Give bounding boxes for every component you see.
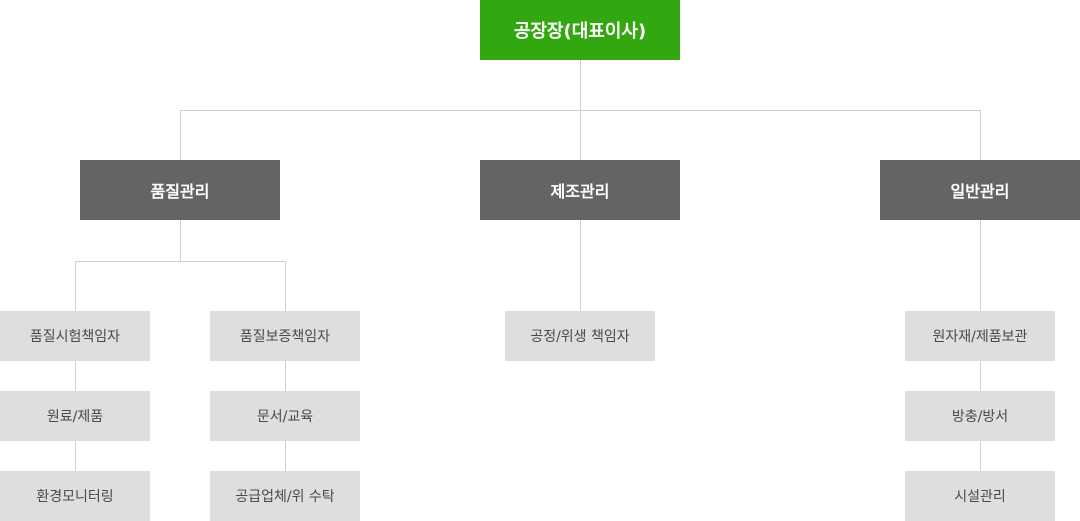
node-quality-management-label: 품질관리 — [150, 182, 210, 201]
node-facility-management: 시설관리 — [905, 471, 1055, 521]
node-quality-test-head: 품질시험책임자 — [0, 311, 150, 361]
node-process-hygiene-head: 공정/위생 책임자 — [505, 311, 655, 361]
connector-to-quality-test — [75, 261, 76, 311]
node-general-management-label: 일반관리 — [950, 182, 1010, 201]
connector-general-down — [980, 220, 981, 311]
node-manufacturing-management: 제조관리 — [480, 160, 680, 220]
connector-manufacturing-down — [580, 220, 581, 311]
connector-general-2 — [980, 441, 981, 471]
node-raw-material-product-label: 원료/제품 — [46, 409, 104, 425]
node-process-hygiene-head-label: 공정/위생 책임자 — [530, 329, 630, 345]
connector-quality-horizontal — [75, 261, 286, 262]
node-pest-control: 방충/방서 — [905, 391, 1055, 441]
node-storage-head-label: 원자재/제품보관 — [932, 329, 1028, 345]
node-quality-assurance-head: 품질보증책임자 — [210, 311, 360, 361]
node-pest-control-label: 방충/방서 — [951, 409, 1009, 425]
connector-quality-test-2 — [75, 441, 76, 471]
node-general-management: 일반관리 — [880, 160, 1080, 220]
node-document-education-label: 문서/교육 — [256, 409, 314, 425]
connector-to-quality-assurance — [285, 261, 286, 311]
connector-quality-assurance-1 — [285, 361, 286, 391]
node-plant-manager: 공장장(대표이사) — [480, 0, 680, 60]
connector-quality-assurance-2 — [285, 441, 286, 471]
node-storage-head: 원자재/제품보관 — [905, 311, 1055, 361]
node-supplier-consignment: 공급업체/위 수탁 — [210, 471, 360, 521]
node-quality-assurance-head-label: 품질보증책임자 — [239, 329, 331, 345]
node-supplier-consignment-label: 공급업체/위 수탁 — [235, 489, 335, 505]
connector-to-manufacturing — [580, 110, 581, 160]
connector-to-quality — [180, 110, 181, 160]
node-facility-management-label: 시설관리 — [954, 489, 1006, 505]
connector-general-1 — [980, 361, 981, 391]
node-quality-test-head-label: 품질시험책임자 — [29, 329, 121, 345]
connector-to-general — [980, 110, 981, 160]
node-document-education: 문서/교육 — [210, 391, 360, 441]
node-environment-monitoring-label: 환경모니터링 — [36, 489, 114, 505]
node-raw-material-product: 원료/제품 — [0, 391, 150, 441]
node-plant-manager-label: 공장장(대표이사) — [513, 21, 647, 42]
connector-quality-down — [180, 220, 181, 261]
node-manufacturing-management-label: 제조관리 — [550, 182, 610, 201]
node-environment-monitoring: 환경모니터링 — [0, 471, 150, 521]
connector-quality-test-1 — [75, 361, 76, 391]
connector-top-down — [580, 60, 581, 110]
node-quality-management: 품질관리 — [80, 160, 280, 220]
